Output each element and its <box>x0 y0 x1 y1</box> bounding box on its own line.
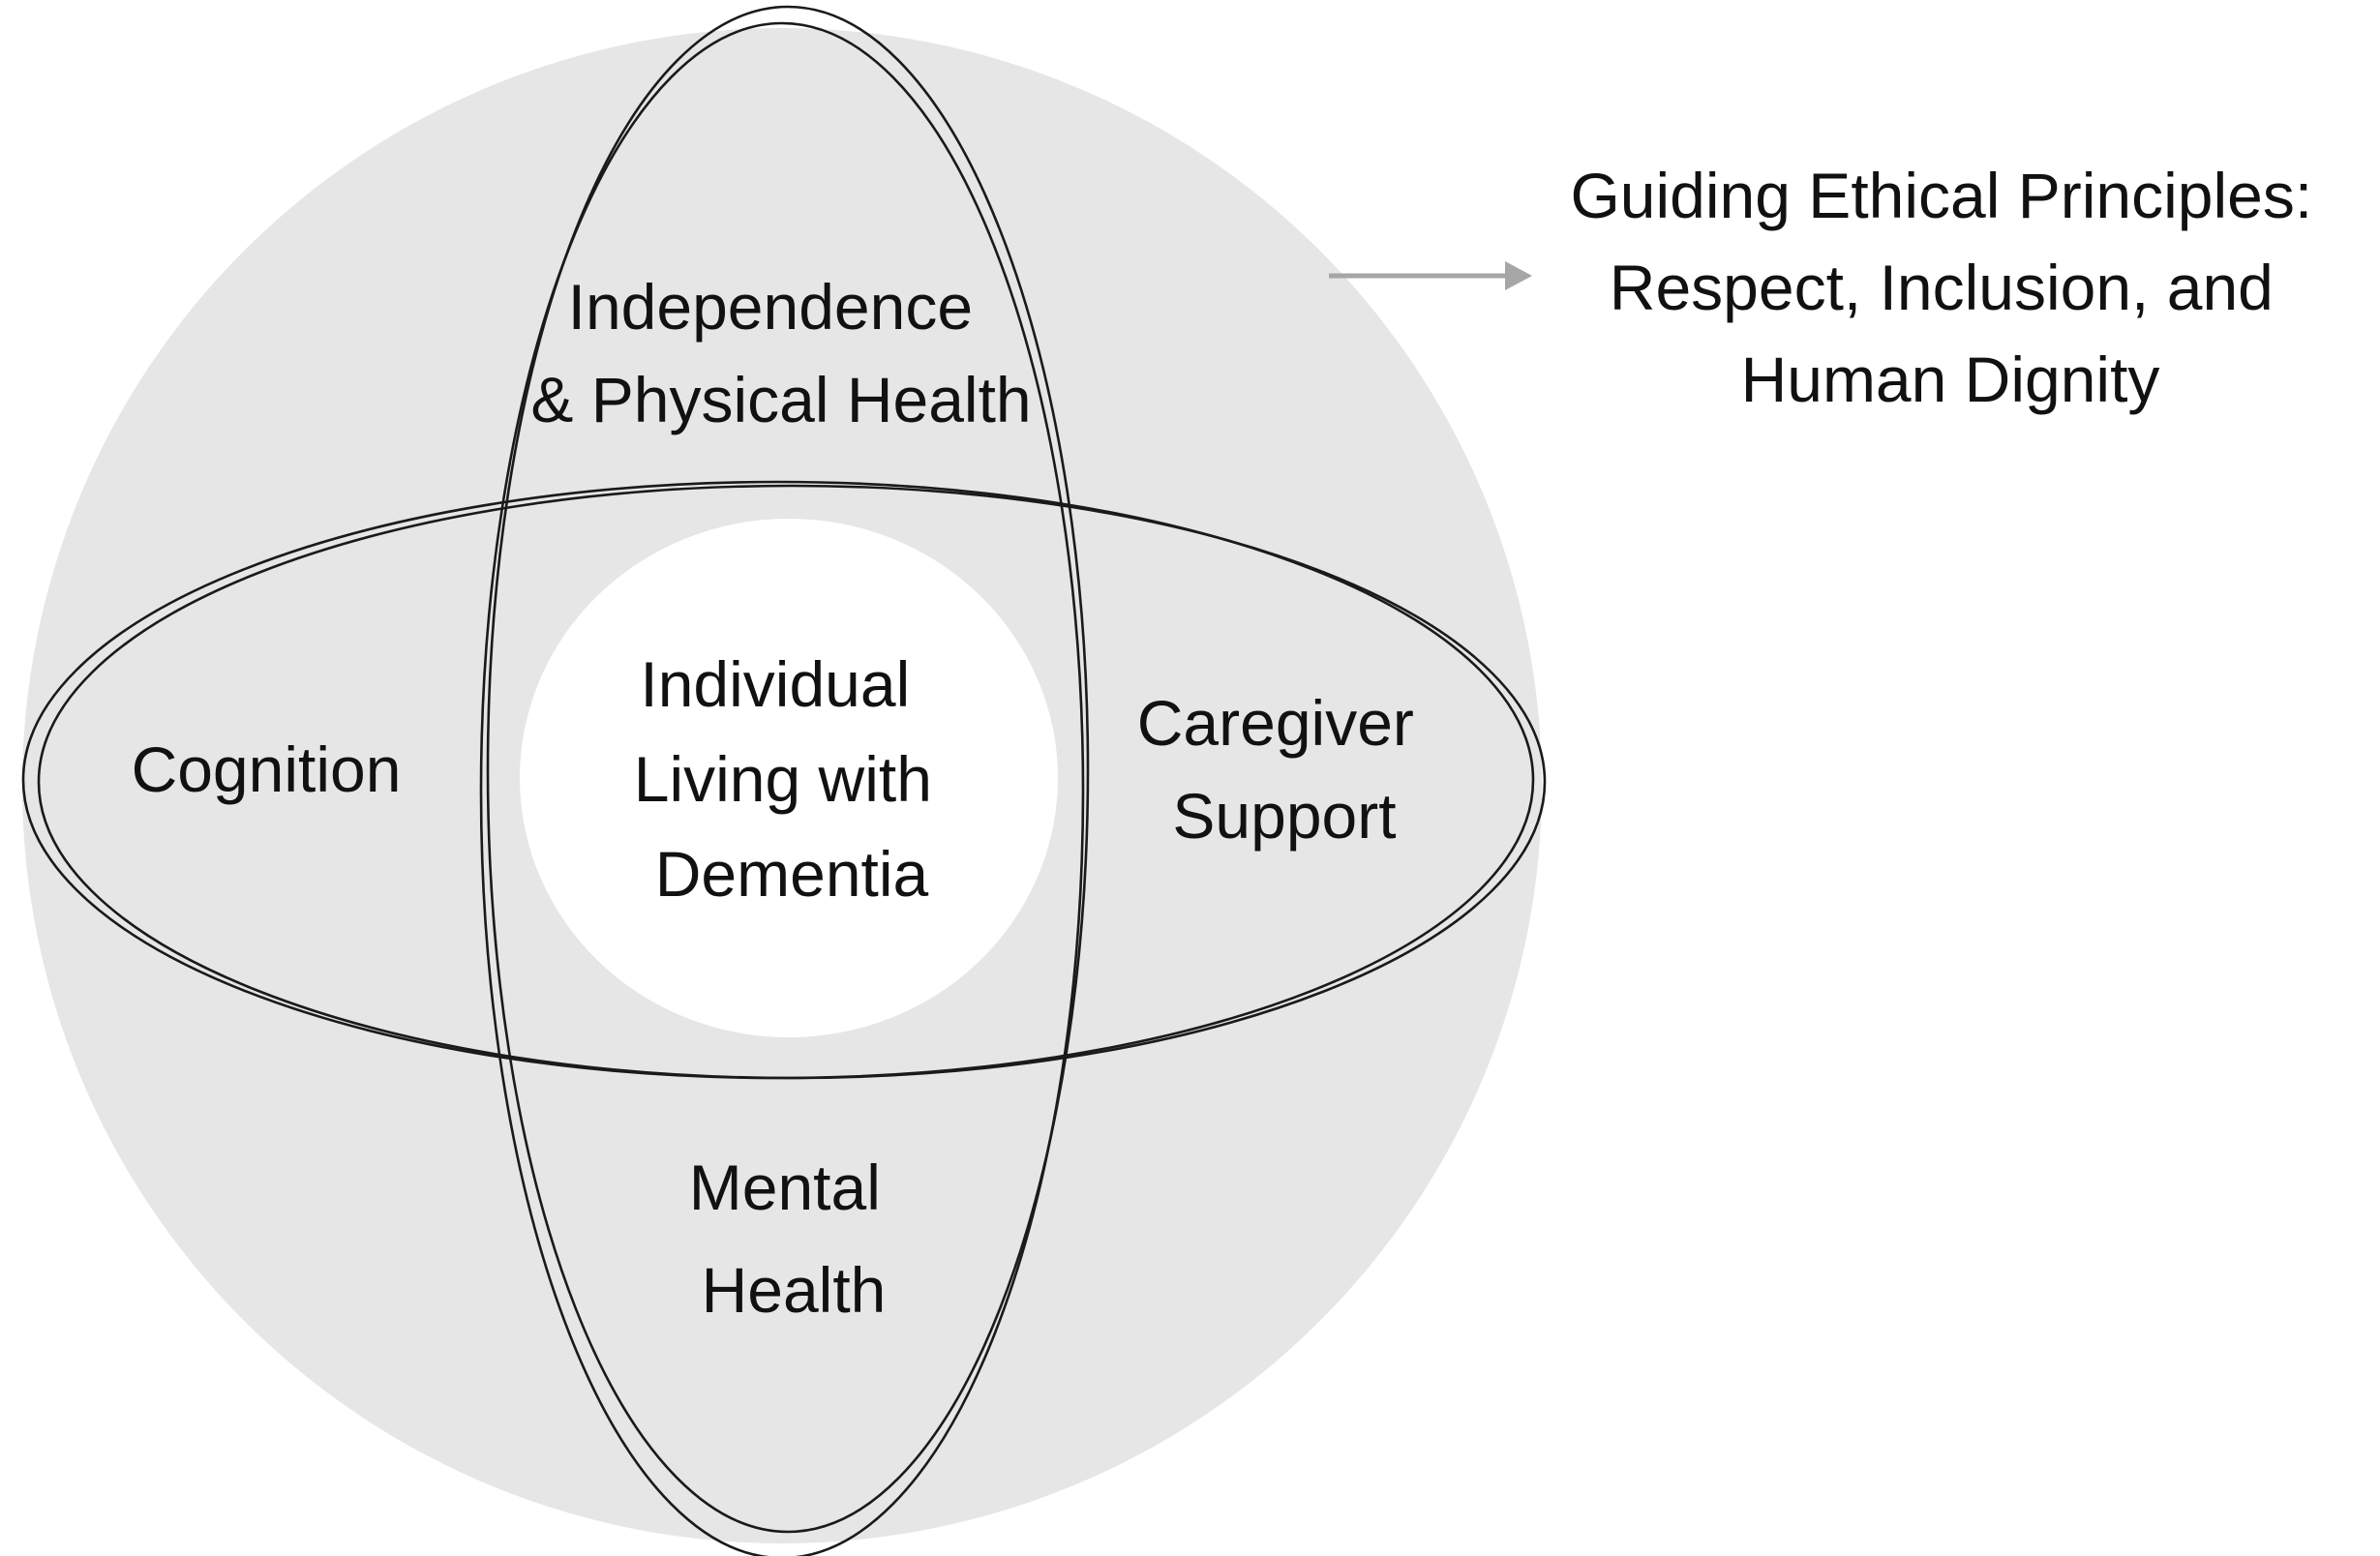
domain-label-cognition: Cognition <box>132 733 402 805</box>
center-label-line: Dementia <box>655 838 929 910</box>
domain-label-line: Health <box>702 1254 887 1326</box>
center-label-line: Living with <box>634 743 932 815</box>
domain-label-line: & Physical Health <box>530 364 1031 435</box>
domain-label-line: Mental <box>689 1152 881 1223</box>
domain-label-line: Caregiver <box>1137 687 1414 759</box>
ellipse-mental-health <box>486 5 1090 1534</box>
domain-label-line: Independence <box>568 271 973 343</box>
principles-line: Human Dignity <box>1741 344 2160 415</box>
domain-label-mental-health: Mental Health <box>689 1152 898 1326</box>
ellipse-independence-physical-health <box>479 21 1085 1556</box>
principles-line: Guiding Ethical Principles: <box>1570 160 2312 231</box>
center-label-line: Individual <box>640 648 910 720</box>
center-white-area <box>520 519 1058 1037</box>
domain-label-line: Support <box>1172 780 1396 852</box>
center-label: Individual Living with Dementia <box>634 648 950 910</box>
domain-label-caregiver-support: Caregiver Support <box>1137 687 1431 852</box>
ellipse-caregiver-support <box>37 484 1547 1080</box>
arrow-right-icon <box>1329 261 1532 290</box>
domain-label-independence-physical-health: Independence & Physical Health <box>530 271 1031 435</box>
guiding-principles-label: Guiding Ethical Principles: Respect, Inc… <box>1570 160 2330 415</box>
domain-label-line: Cognition <box>132 733 402 805</box>
principles-line: Respect, Inclusion, and <box>1610 252 2274 323</box>
